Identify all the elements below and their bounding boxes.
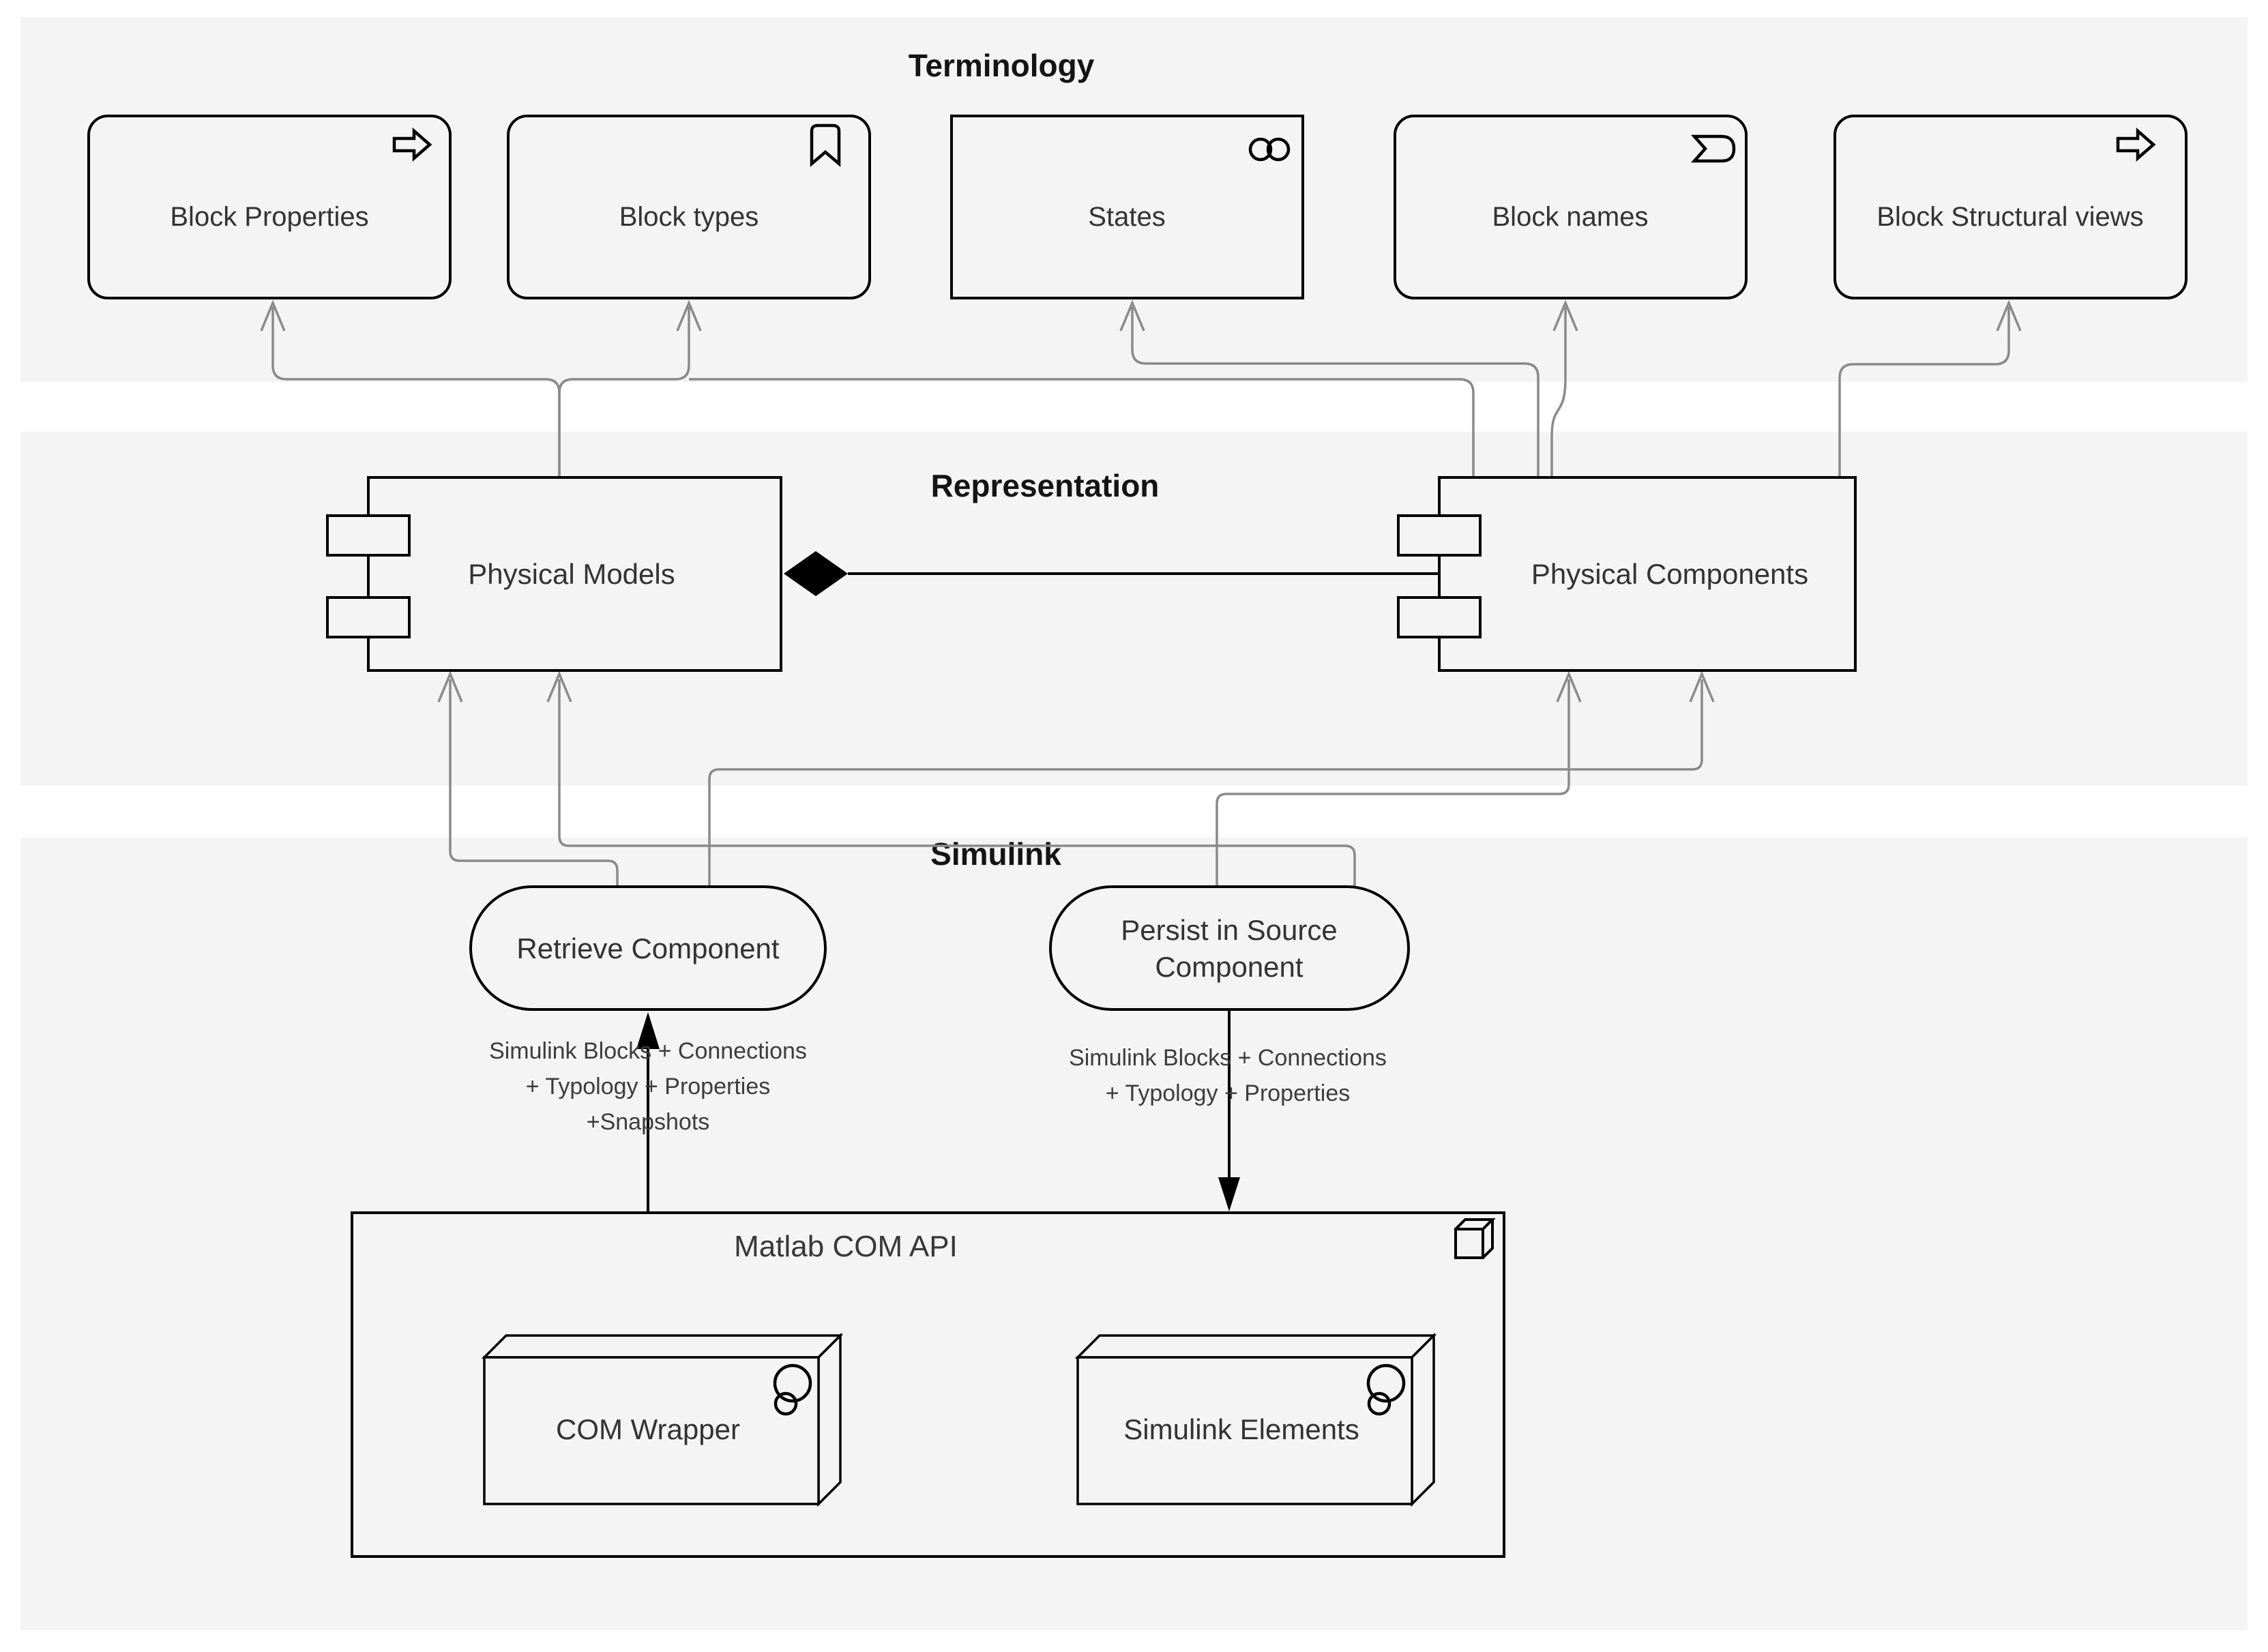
- block-properties-box[interactable]: [87, 115, 452, 299]
- simulink-band-title: Simulink: [930, 836, 1061, 872]
- persist-in-source-oval[interactable]: [1049, 885, 1410, 1011]
- arrowhead-block-types: [676, 299, 702, 331]
- persist-edge-label-line1: Simulink Blocks + Connections: [1069, 1045, 1387, 1071]
- retrieve-edge-label-line2: + Typology + Properties: [526, 1074, 770, 1100]
- retrieve-component-oval[interactable]: [469, 885, 827, 1011]
- module-simulink-elements[interactable]: Simulink Elements: [1074, 1332, 1437, 1507]
- arrow-right-icon: [2116, 128, 2156, 162]
- cube-icon: [1454, 1218, 1496, 1259]
- block-properties-label: Block Properties: [170, 202, 368, 232]
- edge-models-to-block-types[interactable]: [558, 307, 690, 477]
- edge-comapi-to-retrieve[interactable]: Simulink Blocks + Connections + Typology…: [489, 1012, 807, 1213]
- simulink-elements-side-face: [1411, 1332, 1435, 1507]
- edges-representation-to-terminology: [260, 299, 2022, 477]
- block-types-box[interactable]: [507, 115, 871, 299]
- edge-persist-to-comapi[interactable]: Simulink Blocks + Connections + Typology…: [1069, 1009, 1387, 1211]
- persist-edge-label-line2: + Typology + Properties: [1106, 1080, 1350, 1106]
- com-wrapper-front-face[interactable]: [483, 1356, 820, 1505]
- edge-components-to-block-names[interactable]: [1550, 307, 1567, 477]
- edge-persist-to-models[interactable]: [558, 679, 1356, 887]
- physical-models-label: Physical Models: [468, 558, 675, 590]
- arrowhead-components-right: [1689, 670, 1715, 703]
- retrieve-edge-label-line1: Simulink Blocks + Connections: [489, 1038, 807, 1064]
- arrowhead-models-left: [437, 670, 463, 703]
- usecase-retrieve-component[interactable]: Retrieve Component: [469, 885, 827, 1011]
- states-box[interactable]: [950, 115, 1304, 299]
- com-wrapper-top-face: [481, 1334, 844, 1359]
- signal-flag-icon: [1690, 134, 1736, 163]
- terminology-band-title: Terminology: [909, 48, 1095, 83]
- persist-label-line2: Component: [1155, 951, 1303, 983]
- terminology-box-block-properties[interactable]: Block Properties: [87, 115, 452, 299]
- terminology-box-block-names[interactable]: Block names: [1394, 115, 1748, 299]
- matlab-com-api-container[interactable]: Matlab COM API COM Wrapper Simulink Elem…: [351, 1211, 1505, 1558]
- com-wrapper-side-face: [817, 1332, 842, 1507]
- block-names-label: Block names: [1492, 202, 1649, 232]
- arrowhead-block-names: [1552, 299, 1578, 331]
- simulink-elements-label: Simulink Elements: [1123, 1413, 1359, 1445]
- arrowhead-models-right: [546, 670, 572, 703]
- edge-components-to-shared-bus[interactable]: [689, 378, 1475, 477]
- arrowhead-block-properties: [260, 299, 286, 331]
- instance-circles-icon: [773, 1363, 812, 1416]
- terminology-box-block-types[interactable]: Block types: [507, 115, 871, 299]
- composition-diamond-icon: [784, 551, 848, 596]
- physical-models-box[interactable]: [367, 476, 782, 672]
- edge-models-to-block-properties[interactable]: [271, 307, 561, 477]
- retrieve-component-label: Retrieve Component: [516, 932, 780, 964]
- physical-components-port-top: [1397, 514, 1482, 557]
- retrieve-edge-label-line3: +Snapshots: [587, 1109, 710, 1135]
- edge-components-to-structural-views[interactable]: [1838, 307, 2010, 477]
- terminology-box-states[interactable]: States: [950, 115, 1304, 299]
- terminology-box-block-structural-views[interactable]: Block Structural views: [1833, 115, 2188, 299]
- arrow-right-icon: [392, 128, 432, 162]
- block-structural-views-box[interactable]: [1833, 115, 2188, 299]
- edge-components-to-states[interactable]: [1131, 307, 1540, 477]
- physical-models-port-bottom: [326, 596, 411, 638]
- persist-label-line1: Persist in Source: [1121, 914, 1337, 946]
- physical-models-port-top: [326, 514, 411, 557]
- physical-components-label: Physical Components: [1531, 558, 1808, 590]
- edge-persist-to-components[interactable]: [1216, 679, 1570, 887]
- simulink-elements-front-face[interactable]: [1076, 1356, 1413, 1505]
- composition-edge[interactable]: [784, 551, 1439, 596]
- arrowhead-components-left: [1556, 670, 1582, 703]
- arrowhead-structural-views: [1996, 299, 2022, 331]
- module-com-wrapper[interactable]: COM Wrapper: [481, 1332, 844, 1507]
- component-physical-models[interactable]: Physical Models: [326, 476, 782, 672]
- physical-components-box[interactable]: [1438, 476, 1857, 672]
- com-wrapper-label: COM Wrapper: [556, 1413, 740, 1445]
- edge-retrieve-to-components[interactable]: [708, 679, 1703, 887]
- bookmark-icon: [810, 123, 841, 167]
- simulink-elements-top-face: [1074, 1334, 1437, 1359]
- block-types-label: Block types: [619, 202, 759, 232]
- instance-circles-icon: [1366, 1363, 1406, 1416]
- comapi-to-retrieve-arrowhead: [636, 1012, 660, 1049]
- physical-components-port-bottom: [1397, 596, 1482, 638]
- edges-simulink-to-representation: [437, 670, 1715, 887]
- component-physical-components[interactable]: Physical Components: [1397, 476, 1857, 672]
- block-names-box[interactable]: [1394, 115, 1748, 299]
- arrowhead-states: [1119, 299, 1145, 331]
- usecase-persist-in-source[interactable]: Persist in Source Component: [1049, 885, 1410, 1011]
- edge-retrieve-to-models[interactable]: [449, 679, 619, 887]
- double-circle-icon: [1248, 137, 1291, 162]
- representation-band-title: Representation: [931, 468, 1160, 503]
- matlab-com-api-title: Matlab COM API: [734, 1230, 958, 1263]
- block-structural-views-label: Block Structural views: [1876, 202, 2143, 232]
- states-label: States: [1088, 202, 1165, 232]
- persist-to-comapi-arrowhead: [1218, 1177, 1240, 1211]
